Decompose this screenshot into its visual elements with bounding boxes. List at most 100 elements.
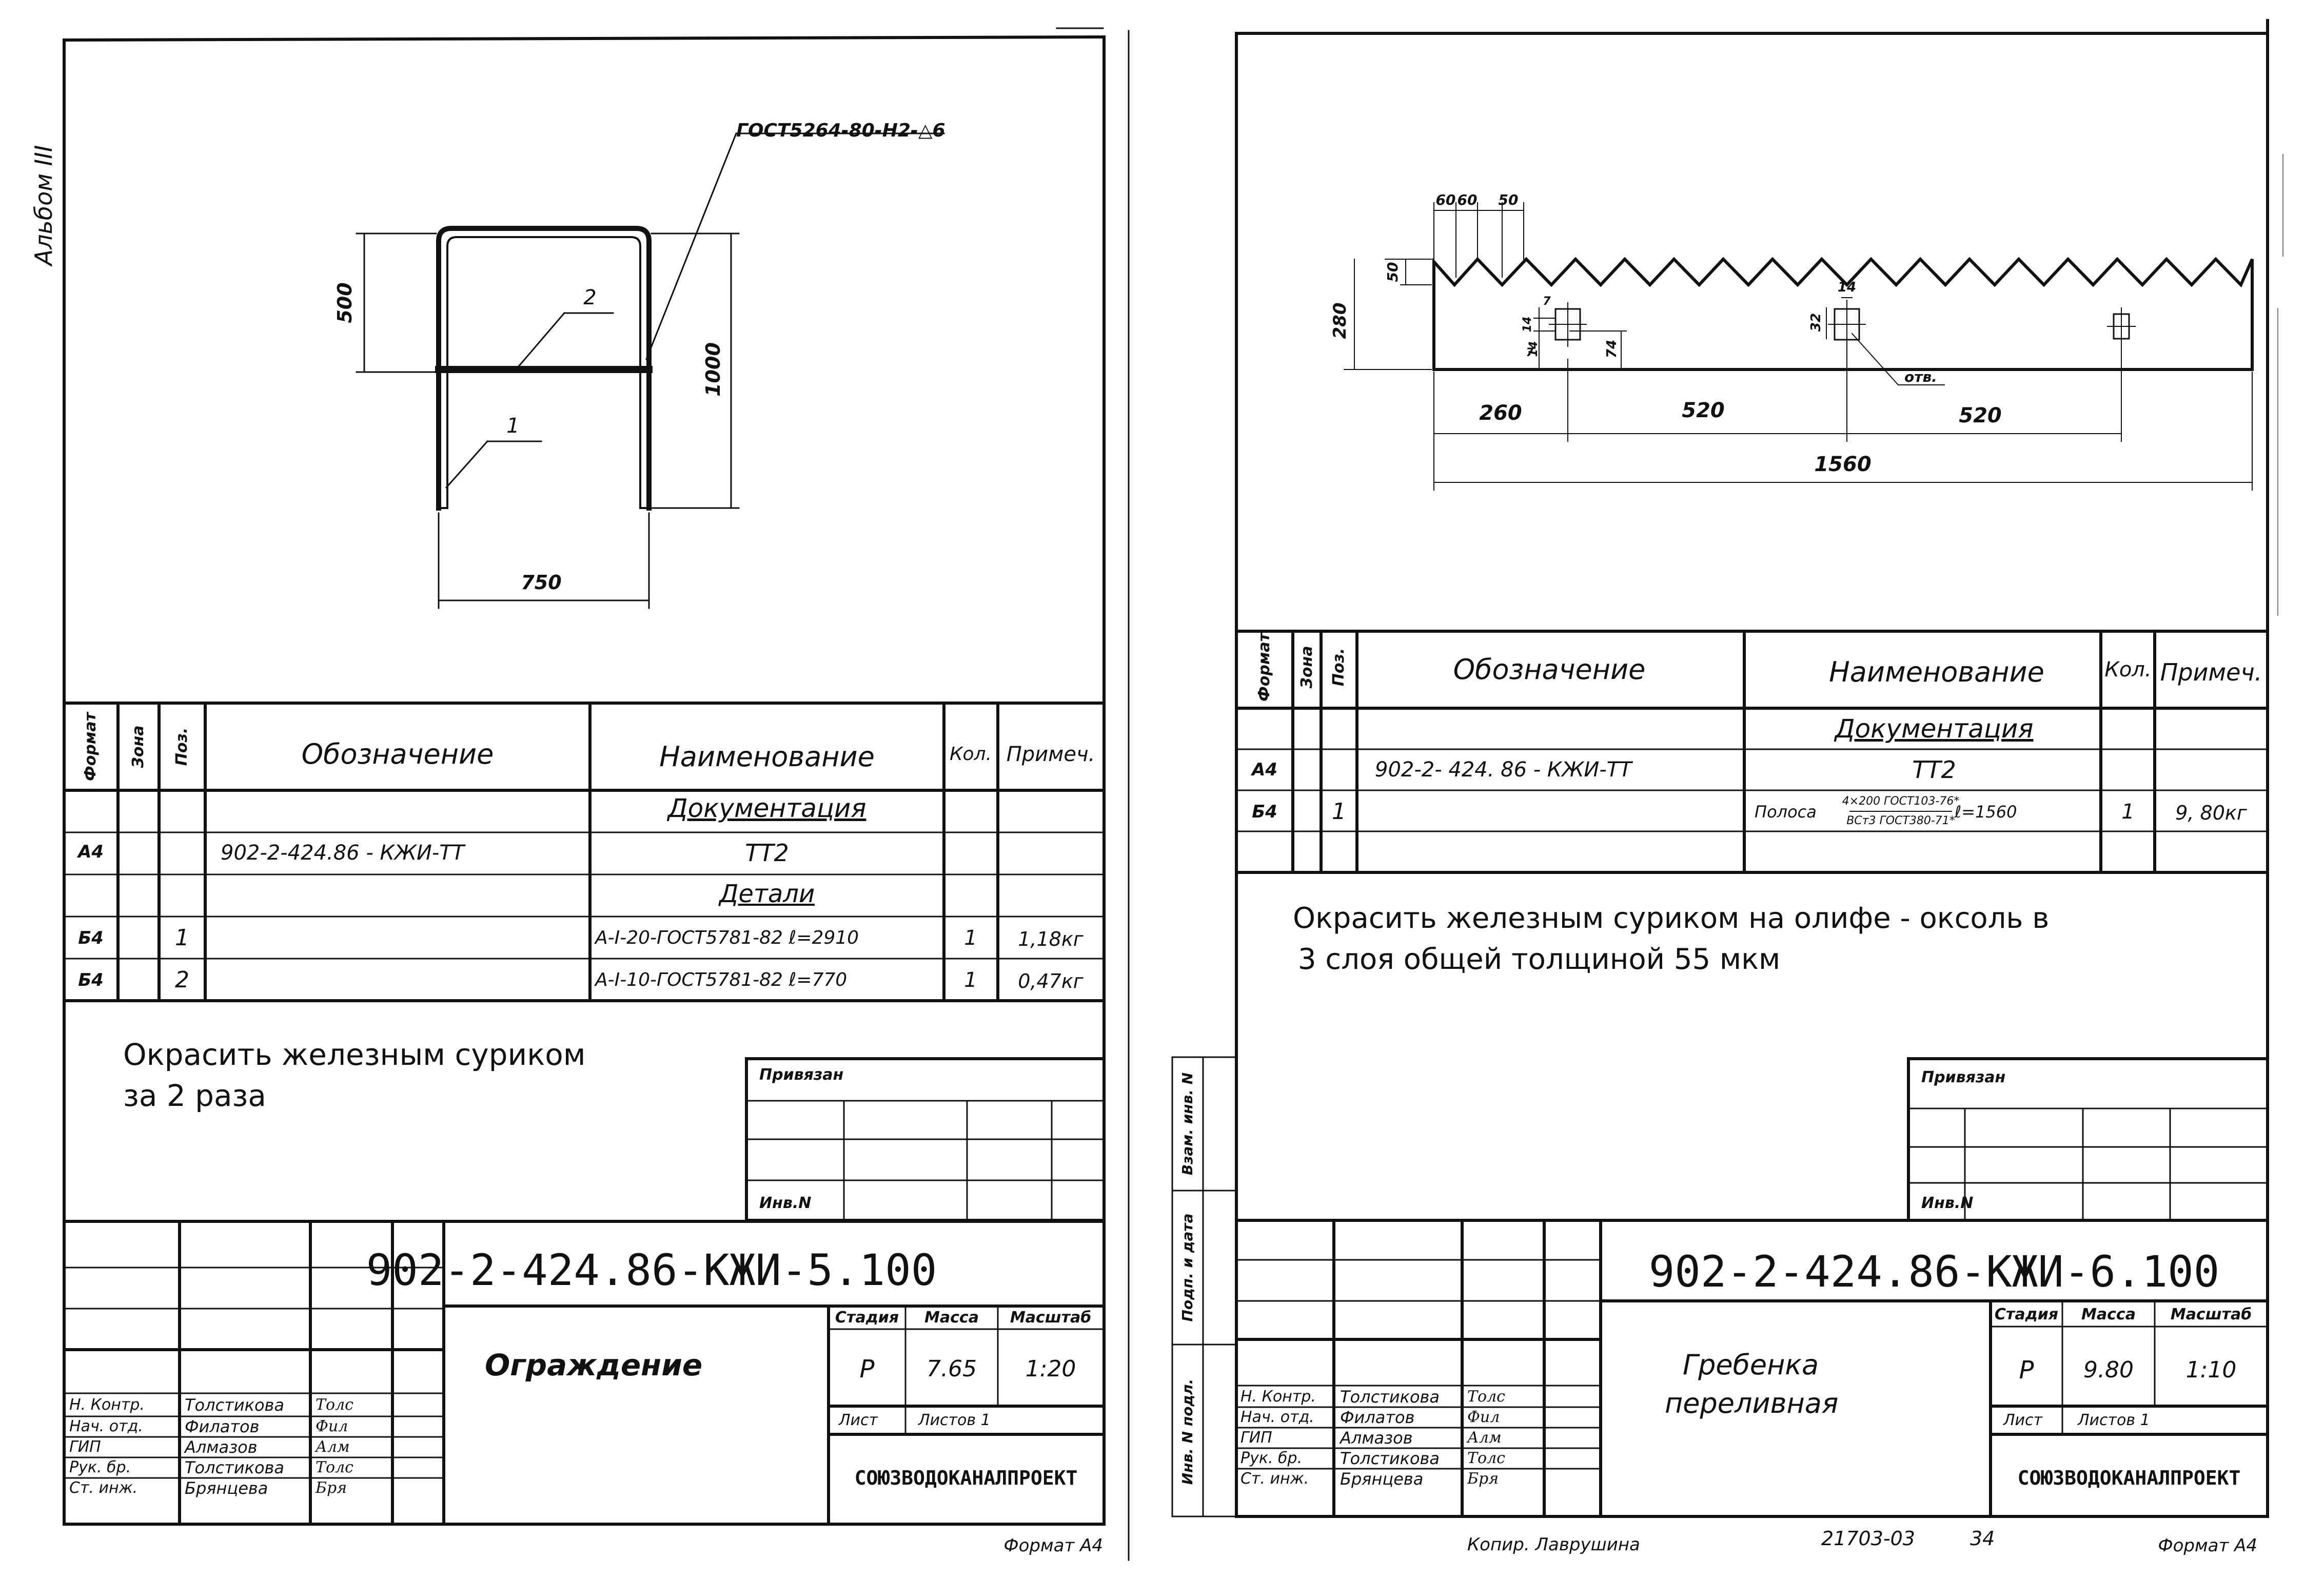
row2-name: А-I-20-ГОСТ5781-82 ℓ=2910 bbox=[595, 927, 859, 948]
r-section-documentation: Документация bbox=[1835, 714, 2034, 744]
railing-drawing bbox=[356, 132, 945, 609]
r-col-pos-header: Поз. bbox=[1330, 648, 1348, 687]
right-role-0: Н. Контр. bbox=[1240, 1388, 1316, 1406]
side-stamp-0: Взам. инв. N bbox=[1179, 1072, 1196, 1176]
col-note-header: Примеч. bbox=[1006, 743, 1095, 766]
right-spec-table-lines bbox=[1235, 630, 2269, 874]
dim-60a: 60 bbox=[1435, 191, 1456, 208]
r-col-format-header: Формат bbox=[1255, 633, 1273, 702]
right-note-line1: Окрасить железным суриком на олифе - окс… bbox=[1293, 902, 2050, 935]
right-mass-header: Масса bbox=[2081, 1306, 2136, 1323]
left-role-2: ГИП bbox=[69, 1438, 101, 1456]
album-label: Альбом III bbox=[30, 145, 57, 266]
right-scale-header: Масштаб bbox=[2170, 1306, 2252, 1323]
document-number: 21703-03 bbox=[1821, 1527, 1915, 1550]
right-name-1: Филатов bbox=[1340, 1408, 1415, 1427]
right-role-4: Ст. инж. bbox=[1240, 1470, 1309, 1488]
left-mass-value: 7.65 bbox=[927, 1356, 977, 1382]
right-scale-value: 1:10 bbox=[2185, 1357, 2237, 1383]
right-title-block bbox=[1235, 1219, 2269, 1518]
dim-750: 750 bbox=[521, 571, 562, 594]
dim-74: 74 bbox=[1604, 339, 1620, 359]
dim-1560: 1560 bbox=[1814, 453, 1872, 476]
row3-name: А-I-10-ГОСТ5781-82 ℓ=770 bbox=[595, 969, 848, 990]
col-pos-header: Поз. bbox=[173, 727, 191, 766]
right-name-2: Алмазов bbox=[1340, 1428, 1413, 1448]
right-sign-3: Толс bbox=[1467, 1449, 1505, 1467]
dim-14a: 14 bbox=[1521, 316, 1534, 333]
comb-drawing bbox=[1344, 202, 2254, 491]
left-mass-header: Масса bbox=[924, 1309, 979, 1327]
col-designation-header: Обозначение bbox=[301, 738, 494, 770]
weld-callout: ГОСТ5264-80-Н2-△6 bbox=[736, 120, 946, 141]
r-row2-qty: 1 bbox=[2121, 800, 2135, 824]
right-format-label: Формат А4 bbox=[2158, 1535, 2257, 1556]
right-sign-2: Алм bbox=[1467, 1429, 1502, 1447]
left-scale-value: 1:20 bbox=[1025, 1356, 1076, 1382]
dim-260: 260 bbox=[1479, 401, 1522, 425]
col-name-header: Наименование bbox=[659, 741, 875, 773]
left-sign-0: Толс bbox=[316, 1396, 353, 1414]
left-privyazan-label: Привязан bbox=[759, 1066, 844, 1084]
row2-format: Б4 bbox=[78, 928, 104, 948]
section-details: Детали bbox=[719, 880, 815, 908]
dim-500: 500 bbox=[333, 282, 356, 323]
dim-hole-width: 14 bbox=[1837, 280, 1857, 295]
left-format-label: Формат А4 bbox=[1003, 1535, 1103, 1556]
left-role-1: Нач. отд. bbox=[69, 1417, 143, 1435]
right-role-2: ГИП bbox=[1240, 1429, 1272, 1447]
left-stage-header: Стадия bbox=[835, 1309, 899, 1327]
left-sign-3: Толс bbox=[316, 1458, 353, 1476]
left-sign-2: Алм bbox=[316, 1438, 350, 1456]
right-sheet-label: Лист bbox=[2003, 1411, 2043, 1429]
left-note-line1: Окрасить железным суриком bbox=[123, 1037, 586, 1072]
r-row2-format: Б4 bbox=[1252, 802, 1277, 822]
row3-note: 0,47кг bbox=[1018, 970, 1084, 992]
left-name-4: Брянцева bbox=[185, 1478, 268, 1498]
right-role-3: Рук. бр. bbox=[1240, 1449, 1303, 1467]
right-sheet-frame bbox=[1171, 19, 2269, 1518]
left-note-line2: за 2 раза bbox=[123, 1078, 266, 1113]
copied-by: Копир. Лаврушина bbox=[1467, 1534, 1640, 1555]
row1-designation: 902-2-424.86 - КЖИ-ТТ bbox=[221, 841, 465, 865]
right-sign-4: Бря bbox=[1467, 1470, 1499, 1488]
right-role-1: Нач. отд. bbox=[1240, 1408, 1314, 1426]
left-name-0: Толстикова bbox=[185, 1395, 284, 1415]
right-stage-value: Р bbox=[2019, 1356, 2034, 1385]
right-inv-label: Инв.N bbox=[1921, 1194, 1974, 1212]
left-organization: СОЮЗВОДОКАНАЛПРОЕКТ bbox=[854, 1467, 1078, 1489]
r-row1-name: ТТ2 bbox=[1912, 756, 1956, 784]
dim-50-side: 50 bbox=[1384, 262, 1401, 282]
left-inv-label: Инв.N bbox=[759, 1194, 812, 1212]
right-name-3: Толстикова bbox=[1340, 1449, 1440, 1468]
r-row2-name-numerator: 4×200 ГОСТ103-76* bbox=[1842, 795, 1960, 808]
row2-pos: 1 bbox=[175, 925, 189, 951]
left-sign-4: Бря bbox=[316, 1479, 347, 1497]
right-title-line2: переливная bbox=[1665, 1387, 1839, 1419]
dim-520b: 520 bbox=[1959, 404, 2002, 427]
right-name-4: Брянцева bbox=[1340, 1469, 1424, 1489]
row3-format: Б4 bbox=[78, 970, 104, 990]
r-row2-name-prefix: Полоса bbox=[1755, 802, 1817, 822]
left-role-3: Рук. бр. bbox=[69, 1458, 131, 1476]
r-col-designation-header: Обозначение bbox=[1453, 653, 1646, 686]
right-organization: СОЮЗВОДОКАНАЛПРОЕКТ bbox=[2017, 1467, 2241, 1489]
col-format-header: Формат bbox=[82, 712, 100, 781]
dim-hole-height: 32 bbox=[1808, 313, 1824, 332]
left-sheets-label: Листов 1 bbox=[918, 1411, 991, 1429]
hole-label: отв. bbox=[1904, 368, 1937, 385]
position-label-1: 1 bbox=[506, 414, 520, 438]
r-row2-note: 9, 80кг bbox=[2175, 802, 2247, 824]
dim-60b: 60 bbox=[1457, 191, 1478, 208]
left-sheet-label: Лист bbox=[839, 1411, 878, 1429]
left-scale-header: Масштаб bbox=[1010, 1309, 1092, 1327]
left-name-2: Алмазов bbox=[185, 1437, 258, 1457]
right-mass-value: 9.80 bbox=[2083, 1357, 2134, 1383]
right-document-code: 902-2-424.86-КЖИ-6.100 bbox=[1648, 1247, 2220, 1297]
left-name-3: Толстикова bbox=[185, 1458, 284, 1477]
right-sheets-label: Листов 1 bbox=[2078, 1411, 2150, 1429]
right-note-line2: 3 слоя общей толщиной 55 мкм bbox=[1298, 943, 1781, 976]
r-col-name-header: Наименование bbox=[1829, 656, 2044, 688]
position-label-2: 2 bbox=[583, 286, 597, 309]
